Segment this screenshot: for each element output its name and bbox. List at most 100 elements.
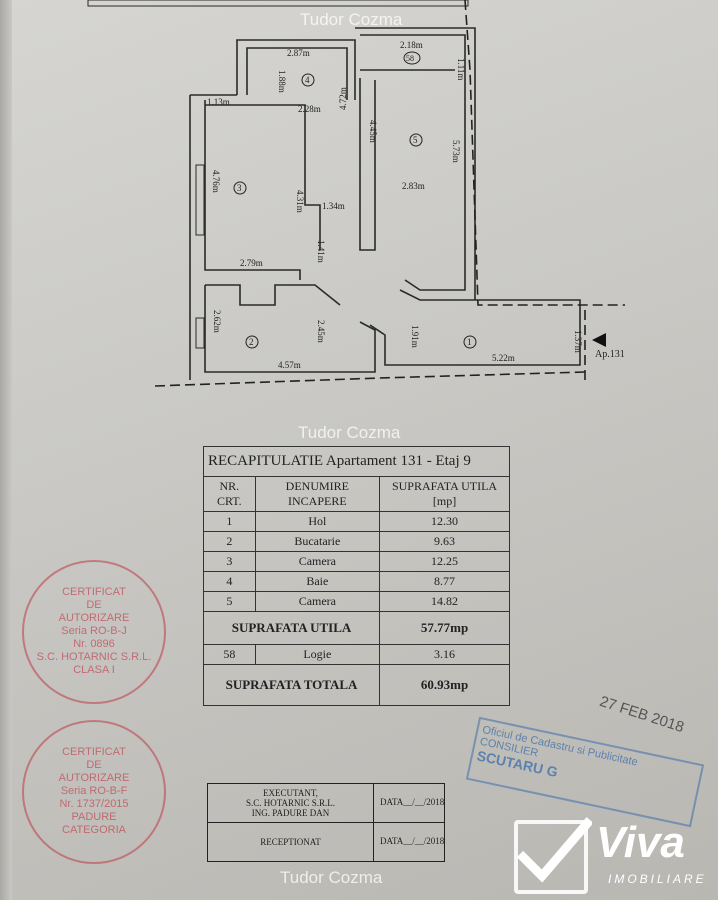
- room-number: 2: [249, 337, 254, 347]
- cell-name: Baie: [254, 571, 381, 592]
- table-header: NR. CRT. DENUMIRE INCAPERE SUPRAFATA UTI…: [203, 476, 510, 512]
- dimension: 4.31m: [295, 190, 305, 213]
- stamp-text: PADURE: [71, 811, 117, 823]
- receptionat-date: DATA__/__/2018: [380, 836, 445, 846]
- dimension: 4.45m: [368, 120, 378, 143]
- page-edge-shadow: [0, 0, 12, 900]
- stamp-text: Nr. 1737/2015: [59, 798, 129, 810]
- dimension: 4.76m: [211, 170, 221, 193]
- stamp-text: CATEGORIA: [62, 824, 126, 836]
- executant-engineer: ING. PADURE DAN: [251, 808, 330, 818]
- cell-area: 14.82: [379, 591, 510, 612]
- room-number: 1: [467, 337, 472, 347]
- cell-name: Logie: [254, 644, 381, 665]
- cell-name: Camera: [254, 551, 381, 572]
- dimension: 5.73m: [451, 140, 461, 163]
- cell-area: 12.30: [379, 511, 510, 532]
- date-stamp: 27 FEB 2018: [597, 692, 687, 737]
- stamp-text: Seria RO-B-J: [61, 625, 127, 637]
- dimension-labels: 2.87m 2.18m 1.11m 1.88m 2.28m 1.13m 4.72…: [207, 40, 583, 370]
- room-number: 3: [237, 183, 242, 193]
- dimension: 1.88m: [277, 70, 287, 93]
- dimension: 1.41m: [316, 240, 326, 263]
- executant-company: S.C. HOTARNIC S.R.L.: [245, 798, 336, 808]
- stamp-text: AUTORIZARE: [58, 772, 130, 784]
- stamp-text: CERTIFICAT: [62, 586, 126, 598]
- room-number: 4: [305, 75, 310, 85]
- logo-name: Viva: [596, 818, 685, 867]
- dimension: 5.22m: [492, 353, 515, 363]
- viva-logo: Viva IMOBILIARE: [512, 817, 718, 900]
- cell-nr: 1: [203, 511, 256, 532]
- dimension: 1.11m: [456, 58, 466, 80]
- watermark: Tudor Cozma: [300, 10, 403, 29]
- dimension: 2.28m: [298, 104, 321, 114]
- dimension: 2.45m: [316, 320, 326, 343]
- header-name: DENUMIRE INCAPERE: [254, 476, 381, 512]
- logo-sub: IMOBILIARE: [608, 872, 707, 886]
- executant-label: EXECUTANT,: [263, 788, 318, 798]
- cell-area: 12.25: [379, 551, 510, 572]
- stamp-text: CLASA I: [73, 664, 115, 676]
- cell-nr: 4: [203, 571, 256, 592]
- room-number: 58: [406, 54, 414, 63]
- dimension: 2.87m: [287, 48, 310, 58]
- room-number: 5: [413, 135, 418, 145]
- stamp-text: DE: [86, 599, 102, 611]
- dimension: 1.91m: [410, 325, 420, 348]
- stamp-middle: CERTIFICAT DE AUTORIZARE Seria RO-B-F Nr…: [22, 720, 166, 864]
- room-numbers: 1 2 3 4 5 58: [233, 51, 477, 349]
- entrance-label: Ap.131: [595, 349, 625, 360]
- cell-nr: 3: [203, 551, 256, 572]
- receptionat-label: RECEPTIONAT: [260, 837, 321, 847]
- dimension: 1.13m: [207, 97, 230, 107]
- cadastre-stamp: Oficiul de Cadastru si Publicitate CONSI…: [465, 716, 705, 828]
- checkmark-icon: [514, 817, 592, 894]
- util-value: 57.77mp: [379, 611, 510, 645]
- cell-nr: 5: [203, 591, 256, 612]
- cell-nr: 58: [203, 644, 256, 665]
- receptionat-row: RECEPTIONAT DATA__/__/2018: [208, 823, 444, 861]
- cell-area: 9.63: [379, 531, 510, 552]
- total-label: SUPRAFATA TOTALA: [202, 664, 381, 706]
- total-value: 60.93mp: [379, 664, 510, 706]
- dimension: 1.34m: [322, 201, 345, 211]
- entrance-arrow-icon: [592, 333, 606, 347]
- plan-boundary: [154, 0, 625, 387]
- stamp-text: Nr. 0896: [73, 638, 115, 650]
- dimension: 2.18m: [400, 40, 423, 50]
- dimension: 4.57m: [278, 360, 301, 370]
- executant-row: EXECUTANT, S.C. HOTARNIC S.R.L. ING. PAD…: [208, 784, 444, 823]
- dimension: 2.83m: [402, 181, 425, 191]
- dimension: 2.62m: [212, 310, 222, 333]
- watermark: Tudor Cozma: [298, 423, 401, 442]
- executant-date: DATA__/__/2018: [380, 797, 445, 807]
- cell-name: Hol: [254, 511, 381, 532]
- cell-nr: 2: [203, 531, 256, 552]
- dimension: 1.37m: [573, 330, 583, 353]
- util-label: SUPRAFATA UTILA: [202, 611, 381, 645]
- cell-name: Bucatarie: [254, 531, 381, 552]
- dimension: 4.72m: [338, 87, 348, 110]
- signature-box: EXECUTANT, S.C. HOTARNIC S.R.L. ING. PAD…: [207, 783, 445, 862]
- cell-area: 3.16: [379, 644, 510, 665]
- stamp-left: CERTIFICAT DE AUTORIZARE Seria RO-B-J Nr…: [22, 560, 166, 704]
- stamp-text: Seria RO-B-F: [60, 785, 128, 797]
- header-area: SUPRAFATA UTILA [mp]: [379, 476, 510, 512]
- stamp-text: CERTIFICAT: [62, 746, 126, 758]
- header-nr: NR. CRT.: [203, 476, 256, 512]
- stamp-text: DE: [86, 759, 102, 771]
- stamp-text: AUTORIZARE: [58, 612, 130, 624]
- plan-walls: [87, 0, 581, 380]
- stamp-text: S.C. HOTARNIC S.R.L.: [36, 651, 152, 663]
- watermark: Tudor Cozma: [280, 868, 383, 887]
- floor-plan: Ap.131 1 2 3 4 5 58 2.87m 2.18m 1.11m 1.…: [87, 0, 625, 387]
